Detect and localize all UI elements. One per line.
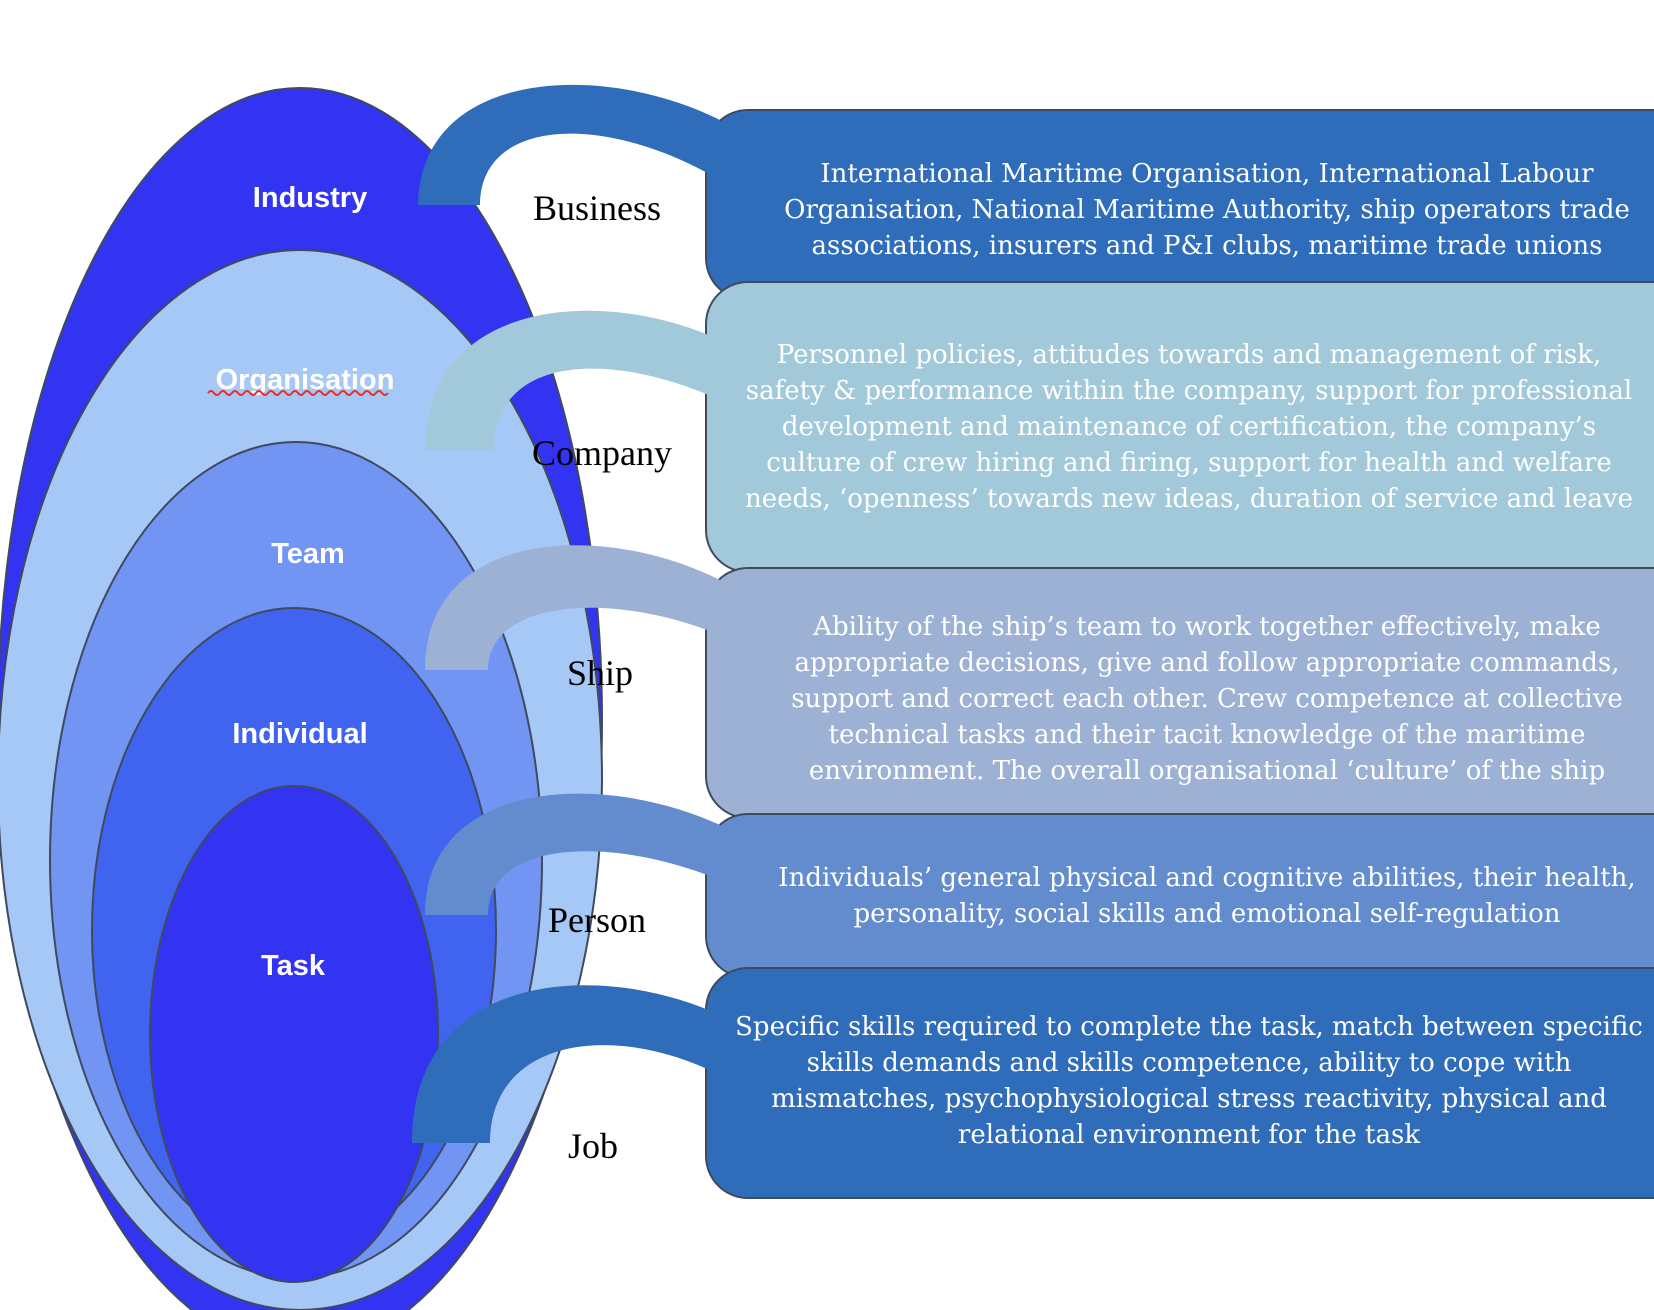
arc-connector-ship	[425, 545, 720, 670]
description-person: Individuals’ general physical and cognit…	[778, 863, 1636, 929]
description-company: Personnel policies, attitudes towards an…	[744, 340, 1634, 514]
description-job: Specific skills required to complete the…	[735, 1012, 1643, 1150]
level-label-individual: Individual	[232, 718, 367, 750]
description-ship: Ability of the ship’s team to work toget…	[791, 612, 1623, 786]
arc-connector-job	[412, 985, 720, 1143]
level-label-task: Task	[261, 950, 326, 982]
arc-connector-person	[425, 793, 720, 915]
context-label-business: Business	[533, 188, 661, 228]
context-label-ship: Ship	[567, 653, 633, 693]
level-label-team: Team	[271, 538, 345, 570]
spellcheck-squiggle	[207, 390, 389, 396]
context-label-company: Company	[532, 433, 672, 473]
context-label-person: Person	[548, 900, 646, 940]
arc-connector-business	[418, 84, 720, 205]
arc-connector-company	[425, 310, 720, 450]
ellipse-task	[149, 785, 439, 1283]
description-box-job	[705, 967, 1654, 1199]
level-label-industry: Industry	[253, 182, 367, 214]
description-business: International Maritime Organisation, Int…	[784, 159, 1630, 261]
context-label-job: Job	[568, 1126, 618, 1166]
